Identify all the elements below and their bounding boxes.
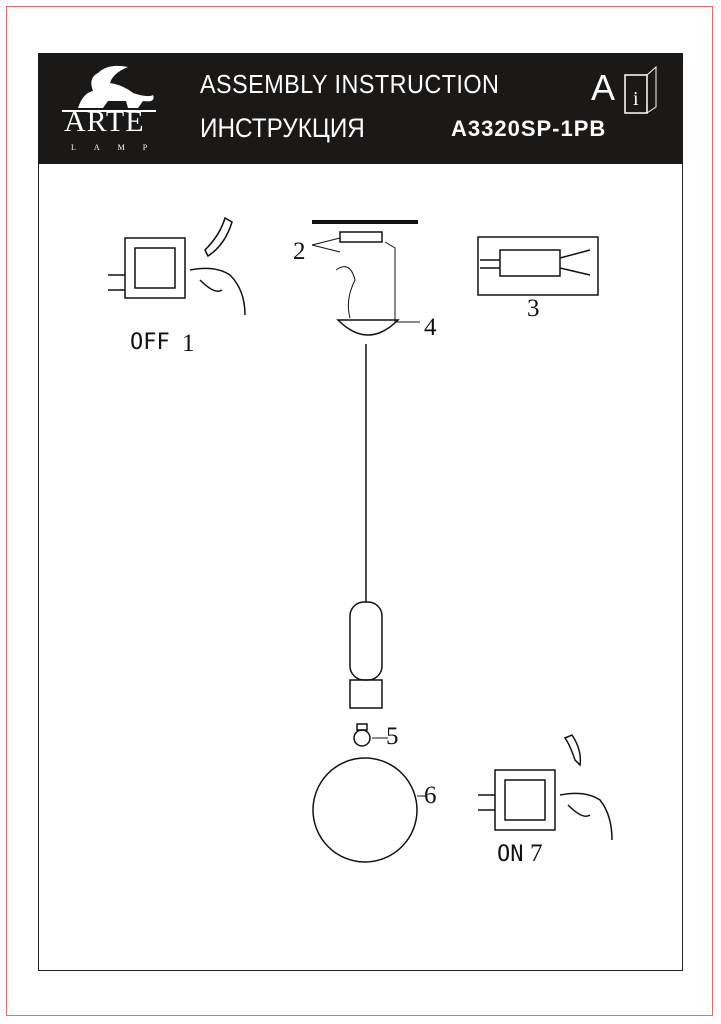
step-4: 4 bbox=[424, 314, 437, 341]
step-6: 6 bbox=[424, 782, 437, 809]
step-7: 7 bbox=[530, 840, 543, 867]
lion-logo-icon bbox=[62, 65, 156, 112]
header-bar: ARTE LAMP ASSEMBLY INSTRUCTION ИНСТРУКЦИ… bbox=[38, 53, 683, 164]
step-5: 5 bbox=[386, 723, 399, 750]
page-border bbox=[6, 6, 713, 1016]
brand-logo: ARTE bbox=[64, 105, 145, 138]
language-mark: A bbox=[591, 67, 616, 108]
manual-book-icon: i bbox=[624, 65, 657, 114]
title-en: ASSEMBLY INSTRUCTION bbox=[200, 69, 500, 99]
switch-off-illustration bbox=[108, 216, 246, 316]
model-number: A3320SP-1PB bbox=[451, 116, 607, 141]
switch-on-illustration bbox=[478, 734, 613, 841]
brand-sub: LAMP bbox=[71, 143, 166, 152]
step-1: 1 bbox=[182, 330, 195, 357]
on-label: ON bbox=[497, 842, 524, 867]
svg-text:i: i bbox=[633, 88, 639, 110]
step-3: 3 bbox=[527, 295, 540, 322]
off-label: OFF bbox=[130, 330, 170, 355]
title-ru: ИНСТРУКЦИЯ bbox=[200, 113, 365, 143]
step-2: 2 bbox=[293, 238, 306, 265]
